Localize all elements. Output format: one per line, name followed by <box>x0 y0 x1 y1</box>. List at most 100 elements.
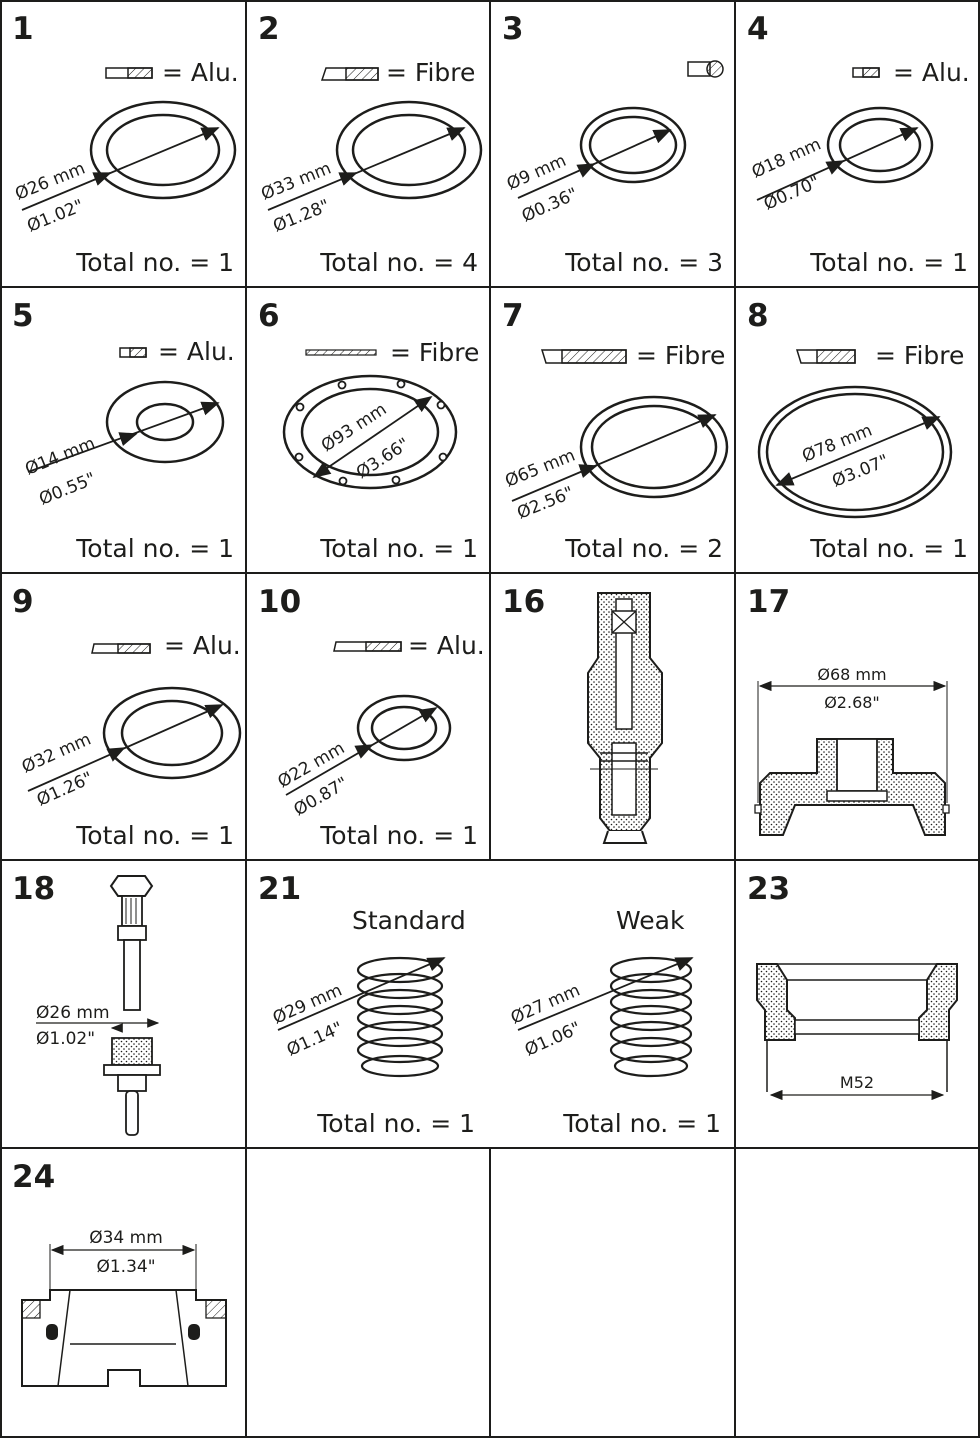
section-symbol <box>795 349 856 364</box>
nozzle-drawing: M52 <box>756 963 958 1101</box>
part-number: 17 <box>747 584 791 620</box>
dia-in-label: Ø2.68" <box>824 693 880 712</box>
dia-in-label: Ø1.28" <box>270 196 332 237</box>
material-label: = Alu. <box>158 337 235 366</box>
material-label: = Alu. <box>408 631 485 660</box>
dimension-line <box>775 416 941 486</box>
dia-in-label: Ø0.36" <box>519 184 581 226</box>
part-4-cell: Ø18 mm Ø0.70" 4 = Alu. Total no. = 1 <box>735 0 980 287</box>
part-7-cell: Ø65 mm Ø2.56" 7 = Fibre Total no. = 2 <box>490 287 735 573</box>
material-label: = Alu. <box>162 58 239 87</box>
spring-weak-drawing <box>609 956 693 1078</box>
part-17-cell: Ø68 mm Ø2.68" 17 <box>735 573 980 860</box>
weak-caption: Weak <box>616 906 685 935</box>
section-symbol <box>105 67 153 79</box>
part-number: 18 <box>12 871 56 907</box>
weak-total-label: Total no. = 1 <box>563 1109 721 1138</box>
part-18-cell: Ø26 mm Ø1.02" 18 <box>0 860 246 1148</box>
dimension: Ø26 mm Ø1.02" <box>36 1003 160 1049</box>
part-number: 9 <box>12 584 34 620</box>
part-number: 2 <box>258 11 280 47</box>
total-label: Total no. = 1 <box>76 248 234 277</box>
part-5-cell: Ø14 mm Ø0.55" 5 = Alu. Total no. = 1 <box>0 287 246 573</box>
dia-in-label: Ø2.56" <box>514 483 576 524</box>
material-label: = Alu. <box>164 631 241 660</box>
o-ring-section-symbol <box>687 60 724 78</box>
section-symbol <box>852 67 880 78</box>
dimension-line <box>21 127 220 211</box>
part-number: 24 <box>12 1159 56 1195</box>
part-number: 4 <box>747 11 769 47</box>
dia-in-label: Ø1.34" <box>96 1257 155 1277</box>
valve-insert-drawing <box>587 592 663 844</box>
part-21-cell: Ø29 mm Ø1.14" Ø27 mm Ø1.06" 21 Standard … <box>246 860 735 1148</box>
part-3-cell: Ø9 mm Ø0.36" 3 Total no. = 3 <box>490 0 735 287</box>
dia-mm-label: Ø34 mm <box>89 1228 163 1248</box>
section-symbol <box>91 643 151 654</box>
part-10-cell: Ø22 mm Ø0.87" 10 = Alu. Total no. = 1 <box>246 573 490 860</box>
dia-mm-label: Ø9 mm <box>504 151 569 195</box>
section-symbol <box>540 349 627 364</box>
part-number: 1 <box>12 11 34 47</box>
dimension-line <box>511 414 717 502</box>
material-label: = Fibre <box>386 58 476 87</box>
part-number: 3 <box>502 11 524 47</box>
dia-mm-label: Ø26 mm <box>36 1003 110 1023</box>
standard-total-label: Total no. = 1 <box>317 1109 475 1138</box>
part-2-cell: Ø33 mm Ø1.28" 2 = Fibre Total no. = 4 <box>246 0 490 287</box>
part-number: 10 <box>258 584 302 620</box>
nut-drawing <box>21 1289 227 1387</box>
dia-in-label: Ø0.55" <box>36 469 98 510</box>
section-symbol <box>320 67 379 81</box>
standard-dia-in-label: Ø1.14" <box>284 1018 346 1060</box>
part-8-cell: Ø78 mm Ø3.07" 8 = Fibre Total no. = 1 <box>735 287 980 573</box>
part-number: 23 <box>747 871 791 907</box>
o-ring-drawing <box>579 106 687 184</box>
dia-mm-label: Ø68 mm <box>817 665 886 684</box>
part-23-cell: M52 23 <box>735 860 980 1148</box>
part-number: 6 <box>258 298 280 334</box>
part-1-cell: Ø26 mm Ø1.02" 1 = Alu. Total no. = 1 <box>0 0 246 287</box>
total-label: Total no. = 3 <box>565 248 723 277</box>
total-label: Total no. = 1 <box>76 534 234 563</box>
dimension: Ø34 mm Ø1.34" <box>49 1228 197 1296</box>
washer-drawing <box>89 100 237 200</box>
part-number: 8 <box>747 298 769 334</box>
total-label: Total no. = 2 <box>565 534 723 563</box>
thread-label: M52 <box>840 1073 874 1092</box>
dia-in-label: Ø0.70" <box>761 172 823 214</box>
dimension-line-weak <box>517 957 694 1031</box>
material-label: = Alu. <box>893 58 970 87</box>
material-label: = Fibre <box>875 341 965 370</box>
part-number: 21 <box>258 871 302 907</box>
washer-drawing <box>335 100 483 200</box>
part-24-cell: Ø34 mm Ø1.34" 24 <box>0 1148 246 1438</box>
dimension-line <box>312 395 433 479</box>
seat-drawing <box>754 738 950 836</box>
washer-drawing <box>579 395 729 499</box>
part-number: 7 <box>502 298 524 334</box>
total-label: Total no. = 1 <box>320 821 478 850</box>
section-symbol <box>305 349 377 356</box>
spring-standard-drawing <box>356 956 444 1078</box>
total-label: Total no. = 1 <box>810 248 968 277</box>
standard-caption: Standard <box>352 906 466 935</box>
total-label: Total no. = 4 <box>320 248 478 277</box>
dimension: Ø68 mm Ø2.68" <box>757 665 948 803</box>
spindle-drawing <box>103 875 161 1136</box>
material-label: = Fibre <box>636 341 726 370</box>
part-9-cell: Ø32 mm Ø1.26" 9 = Alu. Total no. = 1 <box>0 573 246 860</box>
washer-drawing <box>356 694 452 762</box>
material-label: = Fibre <box>390 338 480 367</box>
dia-in-label: Ø1.02" <box>36 1029 95 1049</box>
part-16-cell: 16 <box>490 573 735 860</box>
total-label: Total no. = 1 <box>320 534 478 563</box>
total-label: Total no. = 1 <box>76 821 234 850</box>
total-label: Total no. = 1 <box>810 534 968 563</box>
section-symbol <box>333 641 402 652</box>
part-6-cell: Ø93 mm Ø3.66" 6 = Fibre Total no. = 1 <box>246 287 490 573</box>
part-number: 16 <box>502 584 546 620</box>
dimension-line-standard <box>277 957 446 1031</box>
